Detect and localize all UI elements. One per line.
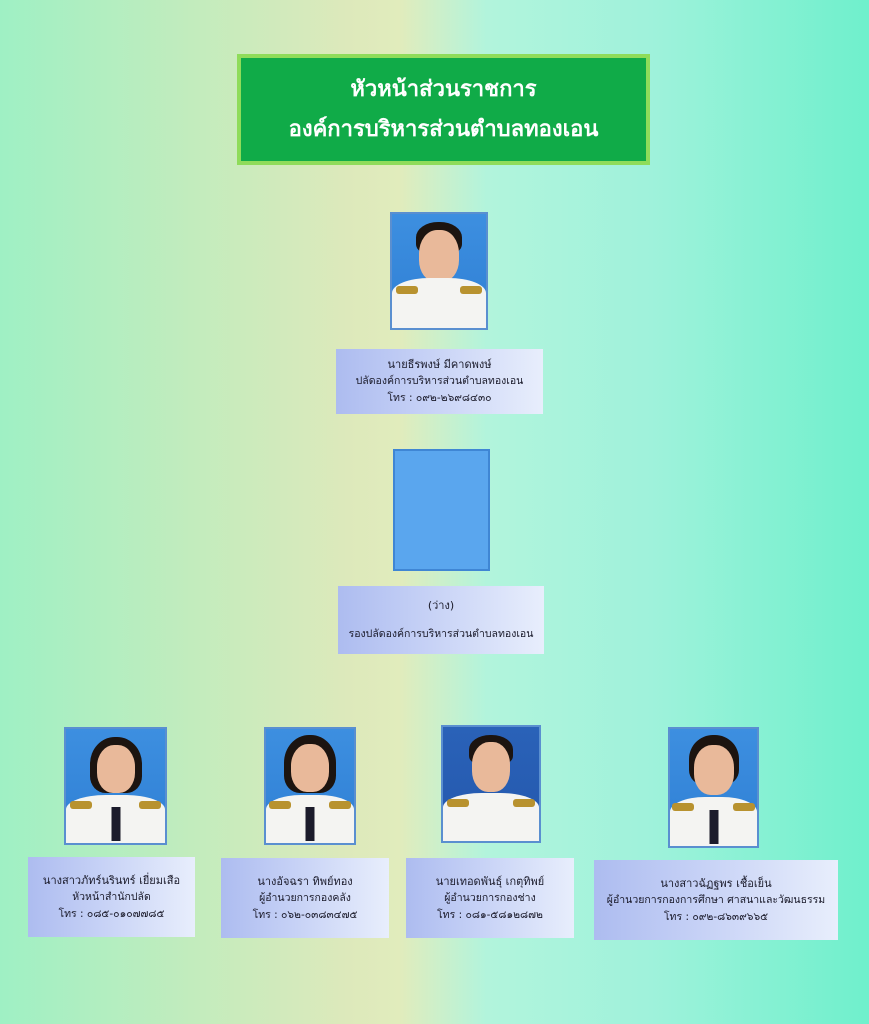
chief-position: ปลัดองค์การบริหารส่วนตำบลทองเอน (355, 375, 524, 387)
staff-phone-4: โทร : ๐๙๒-๘๖๓๙๖๖๕ (663, 910, 769, 923)
staff-photo-4 (668, 727, 759, 848)
deputy-name: (ว่าง) (427, 599, 455, 612)
chief-card: นายธีรพงษ์ มีคาดพงษ์ ปลัดองค์การบริหารส่… (336, 349, 543, 414)
staff-name-1: นางสาวภัทร์นรินทร์ เยี่ยมเสือ (42, 873, 181, 887)
staff-phone-1: โทร : ๐๘๕-๐๑๐๗๗๘๕ (58, 907, 165, 920)
staff-name-3: นายเทอดพันธุ์ เกตุทิพย์ (435, 874, 545, 888)
staff-name-4: นางสาวฉัฏฐพร เชื้อเย็น (660, 876, 772, 890)
staff-photo-1 (64, 727, 167, 845)
staff-position-4: ผู้อำนวยการกองการศึกษา ศาสนาและวัฒนธรรม (606, 893, 826, 906)
deputy-position: รองปลัดองค์การบริหารส่วนตำบลทองเอน (348, 628, 534, 640)
deputy-photo-placeholder (393, 449, 490, 571)
staff-card-3: นายเทอดพันธุ์ เกตุทิพย์ ผู้อำนวยการกองช่… (406, 858, 574, 938)
staff-photo-3 (441, 725, 541, 843)
staff-position-1: หัวหน้าสำนักปลัด (72, 890, 151, 903)
staff-name-2: นางอัจฉรา ทิพย์ทอง (257, 874, 353, 888)
staff-card-1: นางสาวภัทร์นรินทร์ เยี่ยมเสือ หัวหน้าสำน… (28, 857, 195, 937)
staff-photo-2 (264, 727, 356, 845)
chief-name: นายธีรพงษ์ มีคาดพงษ์ (387, 358, 492, 371)
staff-phone-3: โทร : ๐๘๑-๕๘๑๒๘๗๒ (437, 908, 543, 921)
chief-photo (390, 212, 488, 330)
title-line-2: องค์การบริหารส่วนตำบลทองเอน (288, 116, 599, 142)
title-line-1: หัวหน้าส่วนราชการ (350, 76, 537, 102)
staff-card-4: นางสาวฉัฏฐพร เชื้อเย็น ผู้อำนวยการกองการ… (594, 860, 838, 940)
org-chart-title: หัวหน้าส่วนราชการ องค์การบริหารส่วนตำบลท… (237, 54, 650, 165)
staff-phone-2: โทร : ๐๖๒-๐๓๘๓๔๗๕ (252, 908, 358, 921)
staff-position-2: ผู้อำนวยการกองคลัง (259, 891, 351, 904)
chief-phone: โทร : ๐๙๒-๒๖๙๘๔๓๐ (387, 392, 492, 404)
deputy-card: (ว่าง) รองปลัดองค์การบริหารส่วนตำบลทองเอ… (338, 586, 544, 654)
staff-position-3: ผู้อำนวยการกองช่าง (444, 891, 536, 904)
staff-card-2: นางอัจฉรา ทิพย์ทอง ผู้อำนวยการกองคลัง โท… (221, 858, 389, 938)
